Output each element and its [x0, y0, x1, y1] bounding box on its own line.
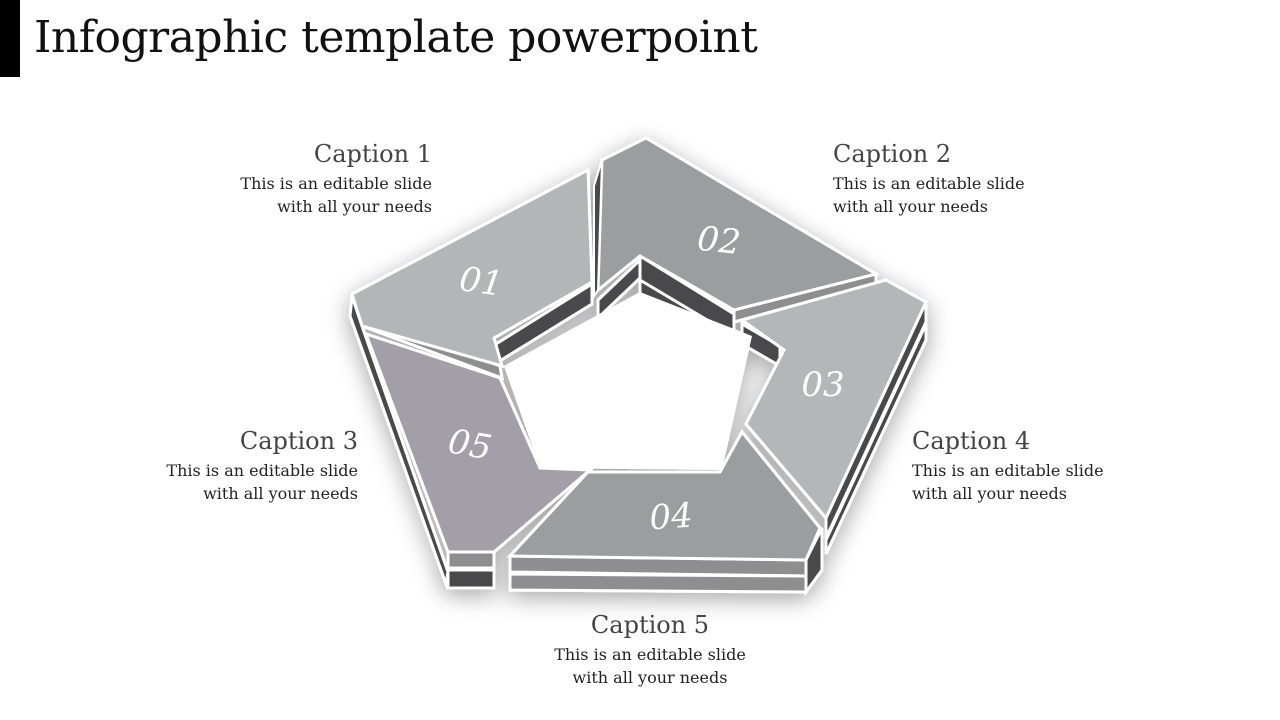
caption-2: Caption 2 This is an editable slide with…	[833, 140, 1093, 218]
page-title: Infographic template powerpoint	[34, 12, 758, 63]
caption-1: Caption 1 This is an editable slide with…	[172, 140, 432, 218]
segment-01[interactable]	[350, 167, 594, 381]
caption-4: Caption 4 This is an editable slide with…	[912, 427, 1172, 505]
caption-5-line-2: with all your needs	[572, 668, 728, 687]
segment-number-04: 04	[648, 496, 694, 539]
caption-1-line-1: This is an editable slide	[240, 174, 432, 193]
caption-4-line-2: with all your needs	[912, 484, 1067, 503]
caption-3-line-2: with all your needs	[203, 484, 358, 503]
segment-number-02: 02	[695, 219, 742, 263]
caption-3-text: This is an editable slide with all your …	[98, 459, 358, 505]
center-pentagon	[504, 292, 752, 470]
caption-2-line-2: with all your needs	[833, 197, 988, 216]
segment-number-05: 05	[445, 422, 495, 469]
caption-2-text: This is an editable slide with all your …	[833, 172, 1093, 218]
caption-3: Caption 3 This is an editable slide with…	[98, 427, 358, 505]
caption-4-text: This is an editable slide with all your …	[912, 459, 1172, 505]
segment-04[interactable]	[506, 429, 824, 597]
caption-3-title: Caption 3	[239, 427, 358, 455]
caption-4-line-1: This is an editable slide	[912, 461, 1104, 480]
segment-03-face	[738, 278, 928, 521]
segment-05[interactable]	[348, 295, 594, 590]
title-accent-bar	[0, 0, 20, 77]
caption-2-line-1: This is an editable slide	[833, 174, 1025, 193]
segment-04-face	[506, 429, 822, 562]
caption-4-title: Caption 4	[912, 427, 1031, 455]
caption-1-text: This is an editable slide with all your …	[172, 172, 432, 218]
caption-2-title: Caption 2	[833, 140, 952, 168]
segment-02-left-edge	[593, 159, 603, 300]
caption-5-text: This is an editable slide with all your …	[520, 643, 780, 689]
caption-5-line-1: This is an editable slide	[554, 645, 746, 664]
segment-03-side-2	[824, 323, 928, 555]
caption-5: Caption 5 This is an editable slide with…	[520, 611, 780, 689]
segment-03[interactable]	[738, 278, 928, 555]
segment-number-01: 01	[457, 259, 505, 305]
caption-1-title: Caption 1	[313, 140, 432, 168]
caption-1-line-2: with all your needs	[277, 197, 432, 216]
caption-3-line-1: This is an editable slide	[166, 461, 358, 480]
segment-05-bottom-side-2	[446, 568, 496, 590]
segment-04-front-2	[508, 572, 808, 594]
segment-05-face	[363, 331, 594, 554]
caption-5-title: Caption 5	[590, 611, 710, 639]
segment-number-03: 03	[801, 365, 844, 405]
